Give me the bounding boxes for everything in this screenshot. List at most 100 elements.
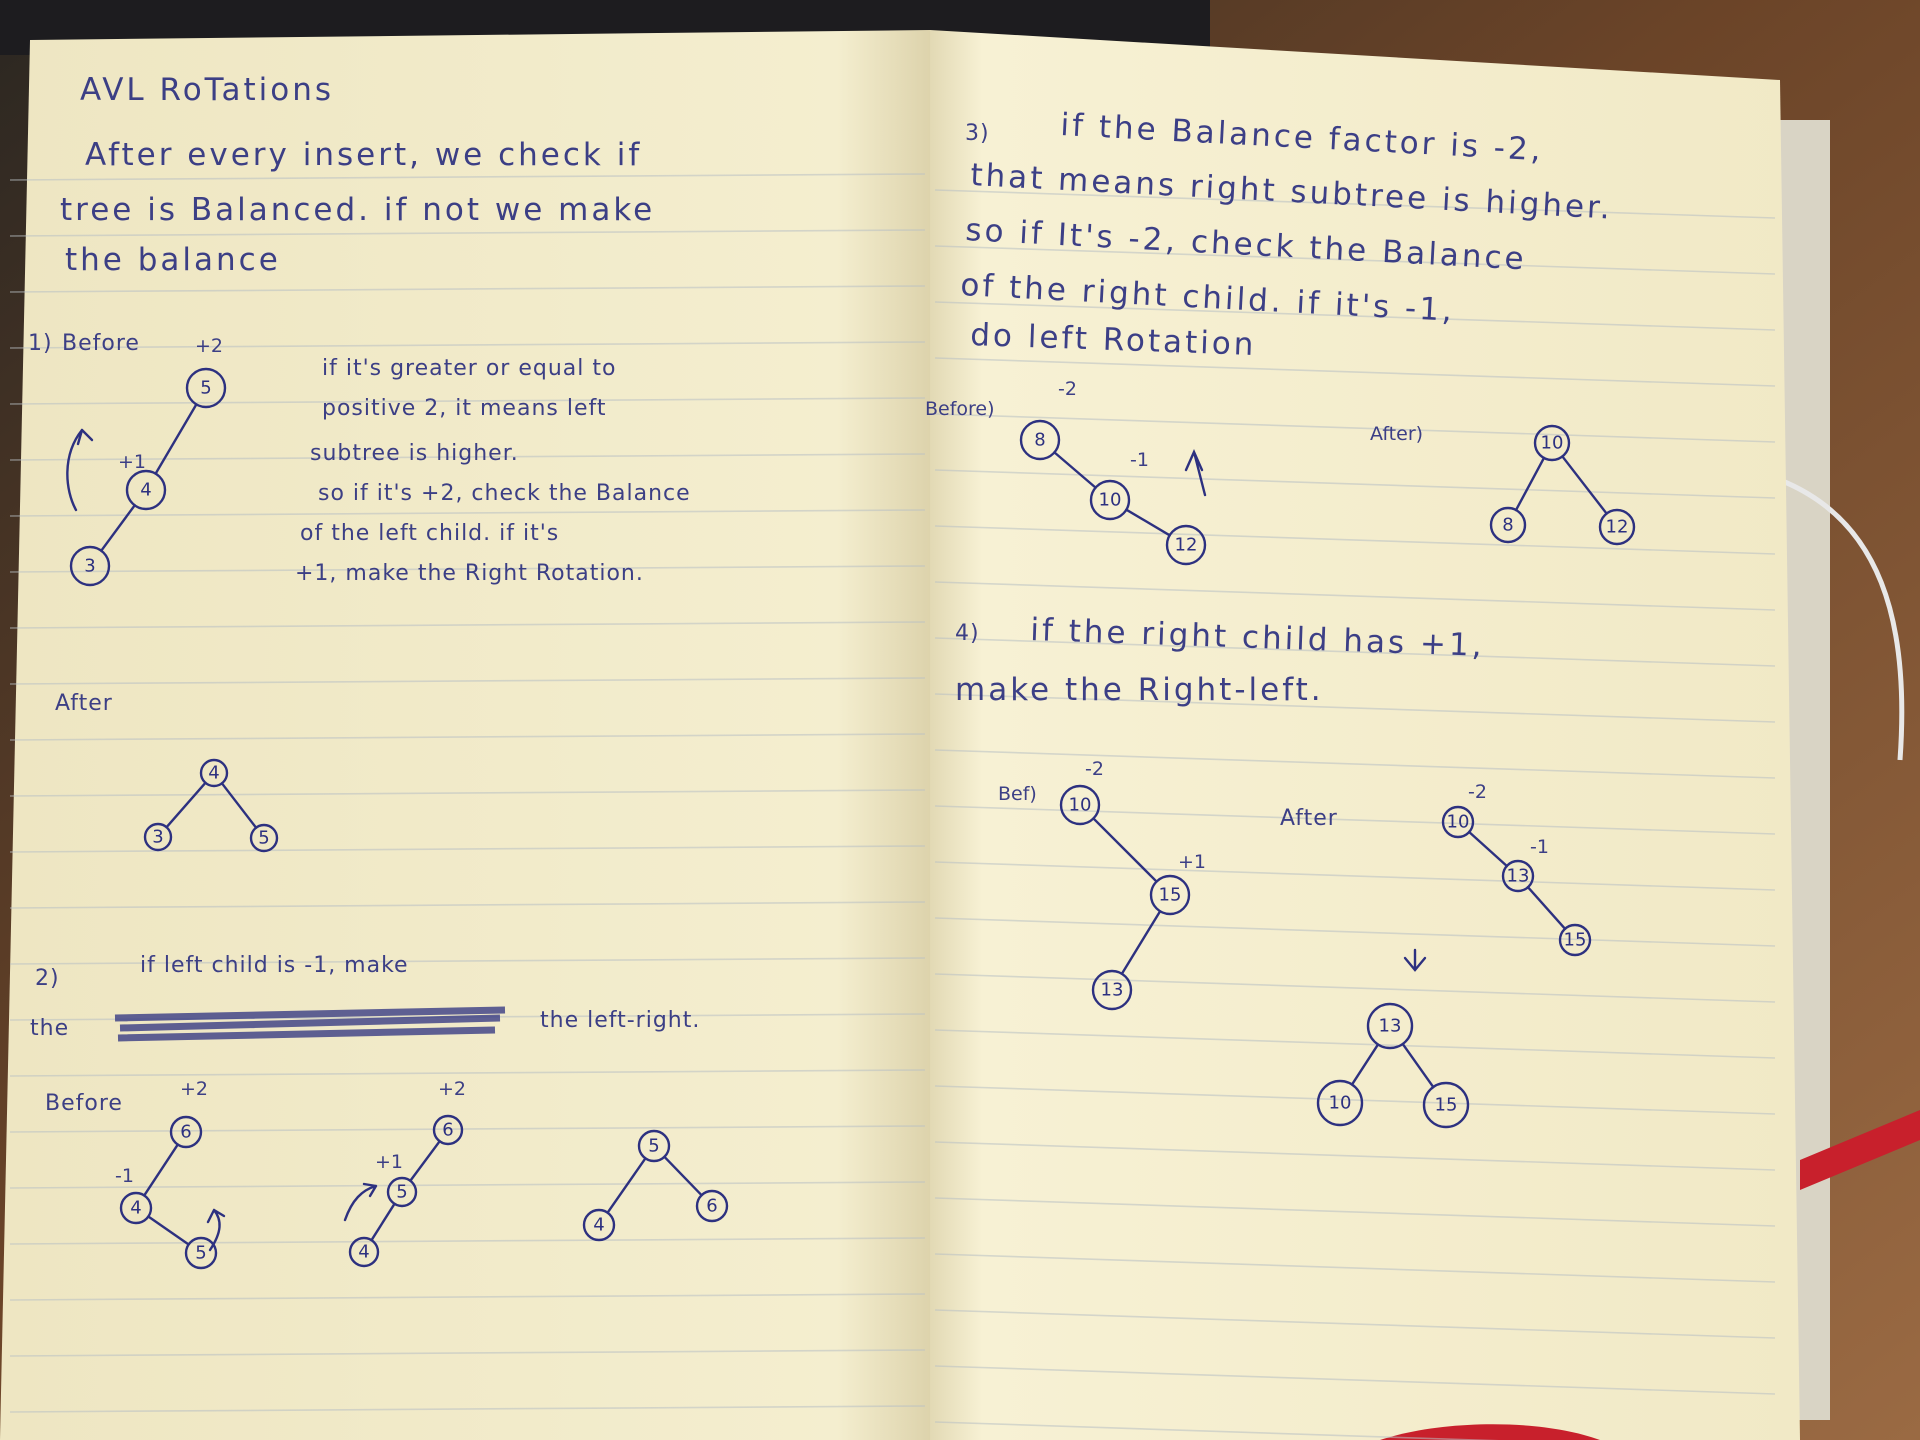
case2-step1-tree: 645: [119, 1115, 218, 1270]
ruled-line: [934, 1421, 1500, 1440]
ruled-line: [934, 805, 1776, 835]
tree-node-label: 10: [1541, 433, 1564, 454]
ruled-line: [9, 229, 926, 237]
tree-node-label: 6: [706, 1196, 717, 1217]
case1-rotation-arrow: [66, 428, 84, 512]
case4-factor-b: +1: [1178, 851, 1206, 873]
tree-node-circle: [695, 1189, 729, 1223]
case4-marker: 4): [955, 621, 980, 646]
tree-edge: [1120, 910, 1162, 975]
tree-edge: [1401, 1042, 1435, 1089]
ruled-line: [934, 357, 1776, 387]
case2-factor-a: +2: [180, 1078, 208, 1100]
ruled-line: [934, 973, 1776, 1003]
tree-node-circle: [69, 545, 111, 587]
tree-node-circle: [637, 1129, 671, 1163]
tree-node-label: 5: [648, 1136, 659, 1157]
intro-line-1: After every insert, we check if: [85, 137, 642, 173]
tree-node-label: 10: [1447, 812, 1470, 833]
tree-edge: [1125, 508, 1171, 537]
case1-after-label: After: [55, 691, 113, 716]
ruled-line: [9, 1125, 926, 1133]
case1-marker: 1): [28, 331, 53, 356]
case2-factor-d: +1: [375, 1151, 403, 1173]
case1-text-line-1: if it's greater or equal to: [322, 356, 616, 381]
tree-node-circle: [1089, 479, 1131, 521]
tree-node-label: 5: [258, 828, 269, 849]
ruled-line: [9, 677, 926, 685]
tree-node-label: 13: [1507, 866, 1530, 887]
tree-edge: [1350, 1043, 1380, 1086]
case2-step1-arrow: [206, 1208, 226, 1252]
ruled-line: [934, 917, 1776, 947]
tree-edge: [165, 781, 207, 829]
tree-node-label: 3: [152, 827, 163, 848]
left-page: [0, 30, 930, 1440]
intro-line-3: the balance: [65, 242, 281, 278]
ruled-line: [9, 1181, 926, 1189]
case2-step2-tree: 654: [348, 1114, 464, 1268]
ruled-line: [9, 509, 926, 517]
ruled-line: [9, 397, 926, 405]
tree-node-circle: [1489, 506, 1527, 544]
tree-edge: [1526, 886, 1567, 930]
case3-factor-child: -1: [1130, 449, 1149, 471]
page-title: AVL RoTations: [80, 72, 334, 108]
ruled-line: [9, 1349, 926, 1357]
tree-edge: [663, 1155, 703, 1197]
ruled-line: [9, 1293, 926, 1301]
case2-step2-arrow: [343, 1182, 378, 1222]
tree-node-circle: [249, 823, 279, 853]
ruled-line: [934, 1309, 1776, 1339]
ruled-line: [934, 245, 1776, 275]
case1-factor-root: +2: [195, 335, 223, 357]
tree-node-circle: [1165, 524, 1207, 566]
ruled-line: [9, 621, 926, 629]
tree-edge: [370, 1202, 396, 1242]
tree-node-label: 5: [200, 378, 211, 399]
case1-text-line-5: of the left child. if it's: [300, 521, 559, 546]
intro-line-2: tree is Balanced. if not we make: [60, 192, 655, 228]
ruled-line: [934, 1365, 1776, 1395]
tree-node-label: 15: [1564, 930, 1587, 951]
tree-node-label: 6: [442, 1120, 453, 1141]
tree-edge: [1561, 455, 1608, 515]
case2-step3-tree: 546: [582, 1129, 729, 1242]
tree-node-circle: [199, 758, 229, 788]
tree-node-label: 3: [84, 556, 95, 577]
tree-edge: [220, 782, 258, 829]
tree-node-label: 5: [195, 1243, 206, 1264]
tree-node-circle: [1316, 1079, 1364, 1127]
tree-node-label: 4: [130, 1198, 141, 1219]
tree-node-label: 13: [1379, 1016, 1402, 1037]
ruled-line: [9, 285, 926, 293]
ruled-line: [9, 733, 926, 741]
tree-edge: [1514, 456, 1546, 512]
ruled-line: [934, 637, 1776, 667]
ruled-line: [934, 581, 1776, 611]
tree-node-circle: [1441, 805, 1475, 839]
case3-after-label: After): [1370, 423, 1423, 445]
ruled-line: [934, 1029, 1776, 1059]
case1-rotation-arrow-head: [76, 428, 94, 446]
ruled-line: [9, 957, 926, 965]
case2-text-line-2: the left-right.: [540, 1008, 700, 1033]
tree-node-label: 15: [1435, 1095, 1458, 1116]
tree-node-circle: [582, 1208, 616, 1242]
ruled-line: [9, 789, 926, 797]
case4-factor-c: -2: [1468, 781, 1487, 803]
tree-node-label: 4: [358, 1242, 369, 1263]
ruled-line: [934, 1085, 1776, 1115]
ruled-line: [934, 413, 1776, 443]
case1-before-tree: 543: [69, 367, 227, 587]
tree-node-label: 13: [1101, 980, 1124, 1001]
case3-factor-root: -2: [1058, 378, 1077, 400]
tree-edge: [1092, 817, 1158, 883]
ruled-line: [9, 1405, 926, 1413]
ruled-line: [934, 749, 1776, 779]
tree-node-circle: [1366, 1002, 1414, 1050]
tree-node-circle: [143, 822, 173, 852]
